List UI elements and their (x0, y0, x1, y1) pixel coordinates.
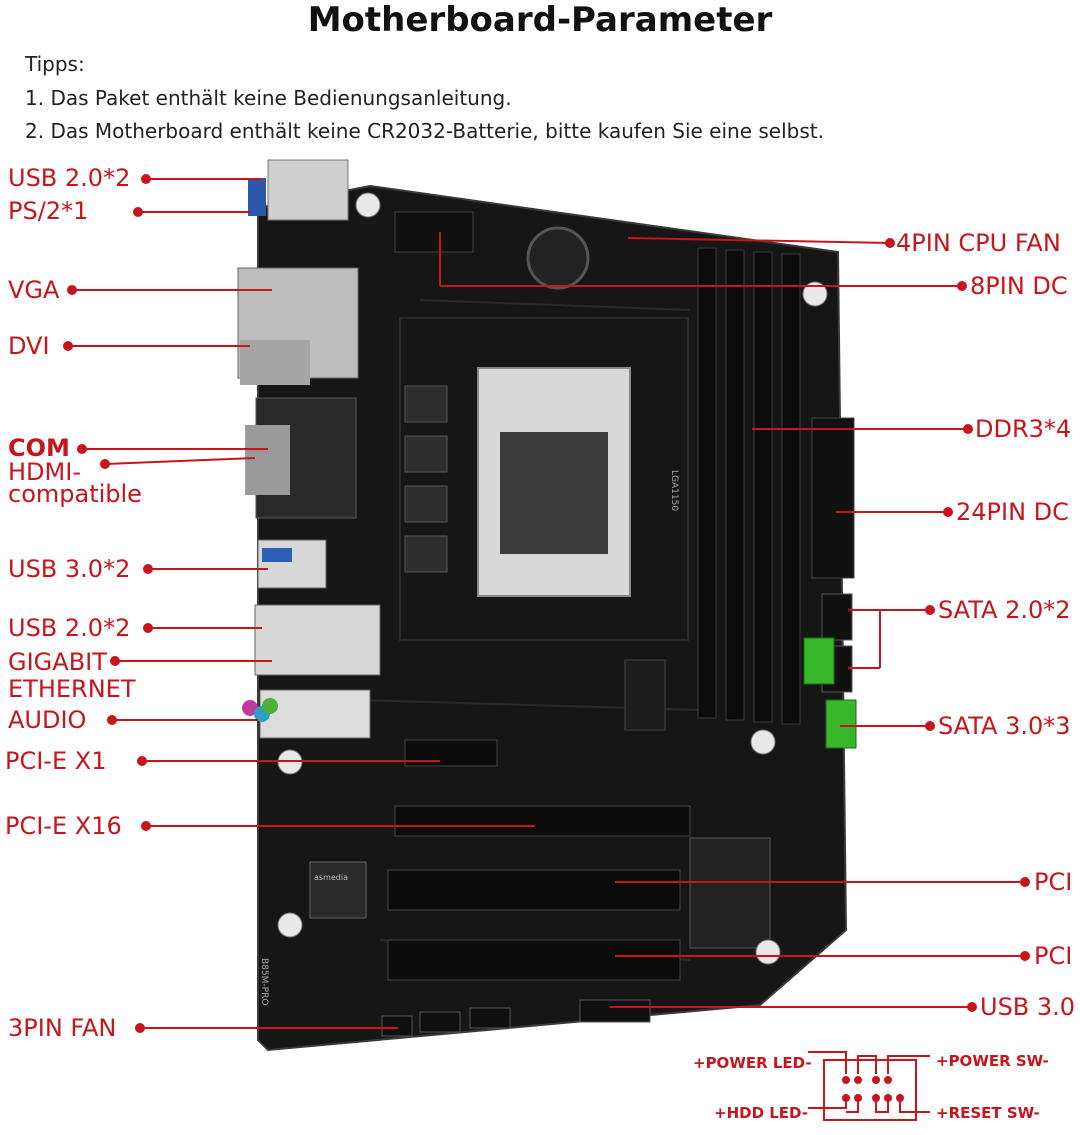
label-usb30-rear: USB 3.0*2 (8, 555, 131, 583)
cpu-socket: LGA1150 (477, 367, 679, 597)
socket-label: LGA1150 (669, 470, 679, 511)
label-sata30: SATA 3.0*3 (938, 712, 1071, 740)
label-usb20-top: USB 2.0*2 (8, 164, 131, 192)
label-audio: AUDIO (8, 706, 87, 734)
label-hdmi: HDMI- (8, 458, 81, 486)
vrm-chokes (404, 385, 448, 573)
label-power-led: +POWER LED- (693, 1054, 812, 1072)
sata-ports (803, 593, 857, 749)
label-ddr3: DDR3*4 (975, 415, 1072, 443)
label-pci-2: PCI (1034, 942, 1073, 970)
atx-24pin-connector (811, 417, 855, 579)
label-3pin-fan: 3PIN FAN (8, 1014, 117, 1042)
label-pcie-x16: PCI-E X16 (5, 812, 122, 840)
dimm-slots (697, 247, 801, 725)
battery-holder (526, 226, 590, 290)
label-ps2: PS/2*1 (8, 197, 89, 225)
asmedia-chip (309, 861, 367, 919)
expansion-slots (387, 739, 691, 981)
rear-io-panel (237, 159, 381, 739)
label-pcie-x1: PCI-E X1 (5, 747, 107, 775)
mounting-holes (277, 192, 828, 965)
eight-pin-connector (394, 211, 474, 253)
label-hdd-led: +HDD LED- (714, 1104, 809, 1122)
tip-item-2: 2. Das Motherboard enthält keine CR2032-… (25, 119, 824, 143)
front-panel-pinout (808, 1051, 930, 1121)
pcie-x16-slot (394, 805, 691, 837)
leader-lines (63, 174, 1030, 1033)
m2-slot (624, 659, 666, 731)
label-8pin-dc: 8PIN DC (970, 272, 1068, 300)
pcie-x1-slot (404, 739, 498, 767)
pci-slot-1 (387, 869, 681, 911)
bottom-headers (381, 999, 651, 1037)
label-usb30-header: USB 3.0 (980, 993, 1076, 1021)
model-label: B85M-PRO (259, 958, 269, 1005)
label-power-sw: +POWER SW- (936, 1052, 1049, 1070)
label-vga: VGA (8, 276, 60, 304)
tips-heading: Tipps: (25, 52, 85, 76)
chip-label: asmedia (314, 873, 348, 882)
label-reset-sw: +RESET SW- (936, 1104, 1040, 1122)
label-dvi: DVI (8, 332, 50, 360)
pci-slot-2 (387, 939, 681, 981)
label-gigabit: GIGABIT (8, 648, 107, 676)
label-sata20: SATA 2.0*2 (938, 596, 1071, 624)
label-24pin-dc: 24PIN DC (956, 498, 1069, 526)
chipset-heatsink (689, 837, 771, 949)
label-hdmi-compatible: compatible (8, 480, 142, 508)
tip-item-1: 1. Das Paket enthält keine Bedienungsanl… (25, 86, 512, 110)
label-usb20-lan: USB 2.0*2 (8, 614, 131, 642)
label-4pin-cpu-fan: 4PIN CPU FAN (896, 229, 1061, 257)
label-pci-1: PCI (1034, 868, 1073, 896)
label-com: COM (8, 434, 70, 462)
label-ethernet: ETHERNET (8, 675, 136, 703)
page-title: Motherboard-Parameter (307, 0, 773, 40)
